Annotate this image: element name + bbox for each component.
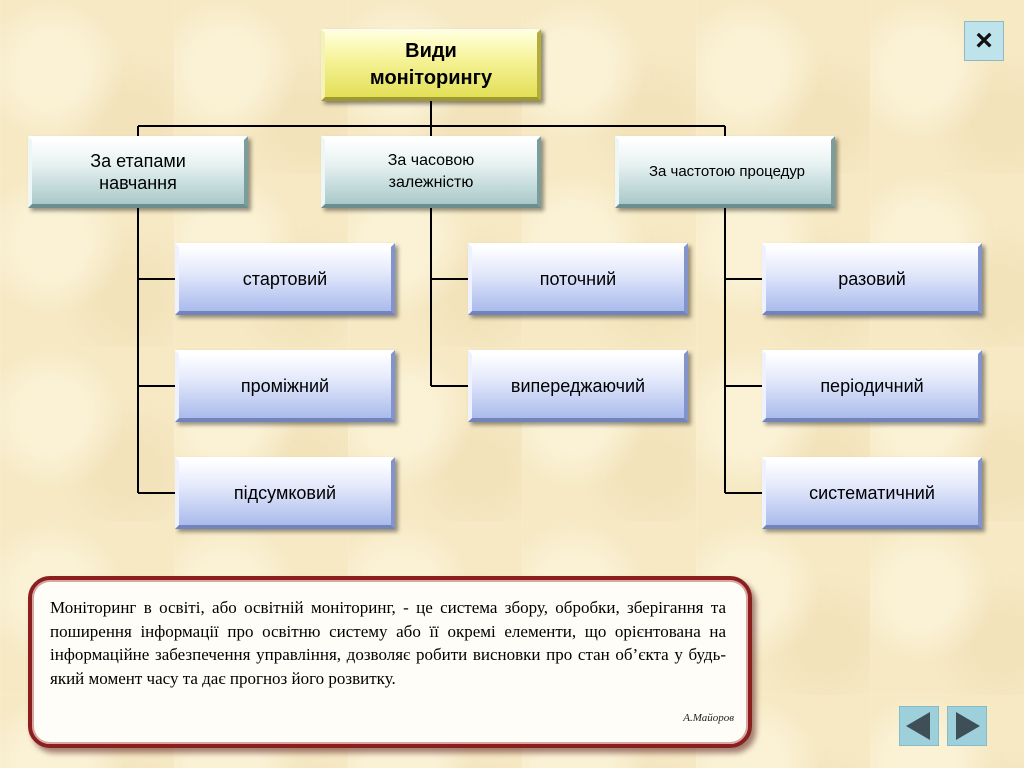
item-node-final: підсумковий <box>175 457 395 529</box>
item-label: підсумковий <box>233 482 337 503</box>
previous-slide-button[interactable] <box>899 706 939 746</box>
item-label: проміжний <box>240 375 330 396</box>
item-label: поточний <box>539 268 617 289</box>
item-node-anticipatory: випереджаючий <box>468 350 688 422</box>
category-node-frequency: За частотою процедур <box>615 136 835 208</box>
item-node-current: поточний <box>468 243 688 315</box>
item-label: випереджаючий <box>510 375 646 396</box>
root-node-label: Види моніторингу <box>369 40 493 89</box>
item-node-periodic: періодичний <box>762 350 982 422</box>
definition-panel: Моніторинг в освіті, або освітній моніто… <box>28 576 752 748</box>
arrow-left-icon <box>906 712 930 740</box>
item-node-systematic: систематичний <box>762 457 982 529</box>
next-slide-button[interactable] <box>947 706 987 746</box>
definition-author: А.Майоров <box>683 712 734 724</box>
close-icon: × <box>975 24 993 57</box>
item-node-intermediate: проміжний <box>175 350 395 422</box>
item-node-single: разовий <box>762 243 982 315</box>
item-label: систематичний <box>809 482 935 503</box>
definition-text: Моніторинг в освіті, або освітній моніто… <box>50 598 726 688</box>
root-node: Види моніторингу <box>321 29 541 101</box>
item-label: стартовий <box>242 268 328 289</box>
category-node-time: За часовою залежністю <box>321 136 541 208</box>
close-button[interactable]: × <box>964 21 1004 61</box>
category-label: За часовою залежністю <box>387 152 475 191</box>
arrow-right-icon <box>956 712 980 740</box>
item-label: періодичний <box>820 375 924 396</box>
item-node-start: стартовий <box>175 243 395 315</box>
category-node-stages: За етапами навчання <box>28 136 248 208</box>
category-label: За етапами навчання <box>90 151 186 193</box>
category-label: За частотою процедур <box>648 163 806 180</box>
item-label: разовий <box>838 268 906 289</box>
